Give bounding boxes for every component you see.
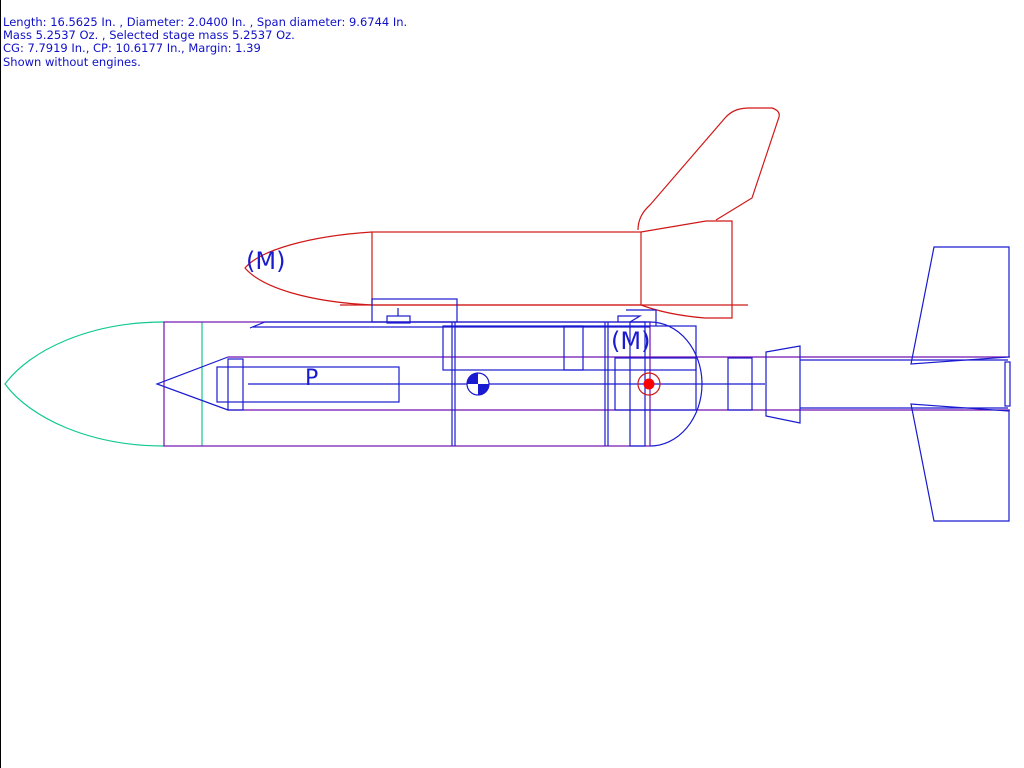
attach-strut — [371, 298, 458, 323]
nozzle — [765, 345, 801, 424]
orbiter[interactable] — [244, 107, 780, 319]
cg-marker-icon — [466, 372, 490, 396]
mass-marker-orbiter: (M) — [246, 247, 285, 275]
mass-info: Mass 5.2537 Oz. , Selected stage mass 5.… — [3, 28, 295, 42]
booster[interactable] — [155, 246, 1011, 522]
motor-mount — [614, 357, 697, 411]
fin-bottom — [910, 403, 1010, 522]
rear-bulkhead-arc — [649, 321, 703, 447]
nosecone[interactable] — [4, 321, 203, 447]
engines-note: Shown without engines. — [3, 55, 141, 69]
orbiter-vertical-tail — [637, 107, 780, 231]
length-info: Length: 16.5625 In. , Diameter: 2.0400 I… — [3, 15, 408, 29]
parachute-label: P — [305, 366, 318, 391]
orbiter-nose — [244, 231, 373, 306]
launch-lug — [249, 321, 650, 329]
centering-ring-front — [227, 358, 244, 411]
cp-marker-icon — [637, 372, 661, 396]
orbiter-tail-section — [640, 220, 733, 319]
end-cap — [1004, 361, 1011, 407]
inner-cone — [155, 356, 229, 411]
mass-marker-booster: (M) — [611, 327, 650, 355]
payload-bay — [442, 325, 697, 371]
nosecone-outline — [4, 321, 165, 447]
cg-cp-info: CG: 7.7919 In., CP: 10.6177 In., Margin:… — [3, 41, 261, 55]
fin-top — [910, 246, 1010, 365]
orbiter-body — [371, 231, 642, 306]
